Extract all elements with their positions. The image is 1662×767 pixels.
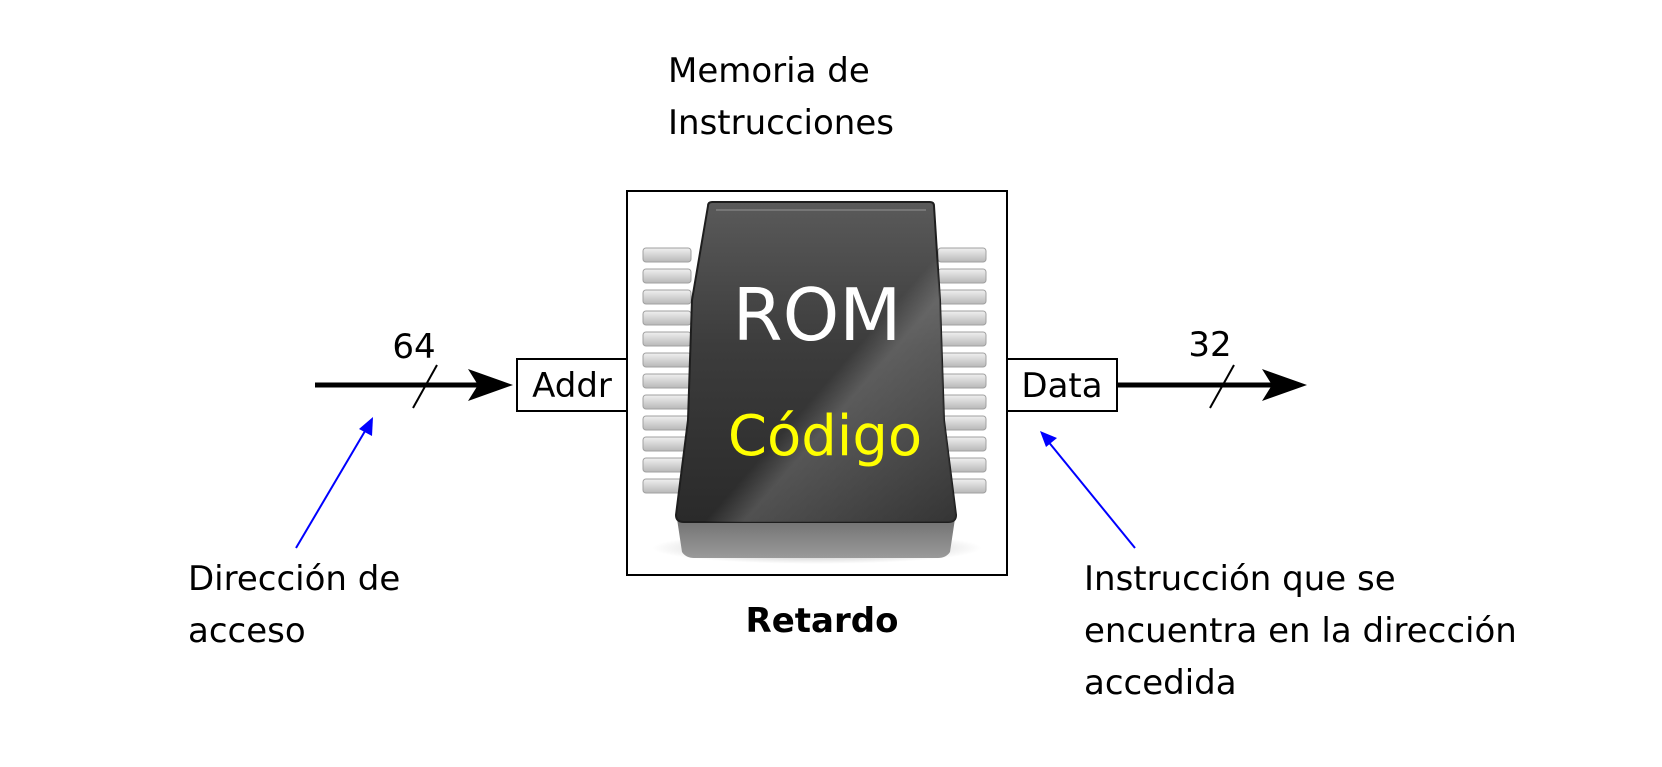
- input-annotation-line-2: acceso: [188, 611, 306, 651]
- chip-base: [676, 512, 956, 558]
- chip-left-pins: [642, 247, 692, 494]
- addr-port: [516, 358, 628, 412]
- chip-pin-right: [937, 247, 987, 263]
- delay-label: Retardo: [746, 601, 899, 641]
- output-annotation-line-3: accedida: [1084, 663, 1237, 703]
- output-annotation-arrow: [1040, 431, 1136, 549]
- input-bus-width: 64: [392, 327, 435, 367]
- input-bus-arrow: [315, 364, 513, 409]
- chip-pin-right: [937, 352, 987, 368]
- chip-pin-right: [937, 289, 987, 305]
- chip-pin-left: [642, 415, 692, 431]
- chip-pin-left: [642, 331, 692, 347]
- data-port-label: Data: [1021, 366, 1102, 406]
- input-annotation-line-1: Dirección de: [188, 559, 400, 599]
- chip-icon: [642, 201, 987, 564]
- output-annotation-line-2: encuentra en la dirección: [1084, 611, 1517, 651]
- chip-pin-right: [937, 310, 987, 326]
- chip-pin-right: [937, 331, 987, 347]
- data-port: [1006, 358, 1118, 412]
- chip-pin-right: [937, 373, 987, 389]
- chip-pin-right: [937, 394, 987, 410]
- title-line-2: Instrucciones: [668, 103, 894, 143]
- input-annotation-arrow: [295, 417, 373, 549]
- chip-pin-left: [642, 373, 692, 389]
- output-bus-arrow: [1117, 364, 1307, 409]
- chip-pin-left: [642, 310, 692, 326]
- output-bus-width: 32: [1188, 325, 1231, 365]
- chip-pin-right: [937, 268, 987, 284]
- chip-label: ROM: [733, 273, 902, 357]
- output-annotation-line-1: Instrucción que se: [1084, 559, 1396, 599]
- addr-port-label: Addr: [532, 366, 612, 406]
- chip-pin-left: [642, 352, 692, 368]
- chip-pin-left: [642, 394, 692, 410]
- title-line-1: Memoria de: [668, 51, 870, 91]
- chip-content: Código: [728, 404, 922, 469]
- chip-pin-left: [642, 247, 692, 263]
- chip-pin-left: [642, 289, 692, 305]
- chip-pin-left: [642, 268, 692, 284]
